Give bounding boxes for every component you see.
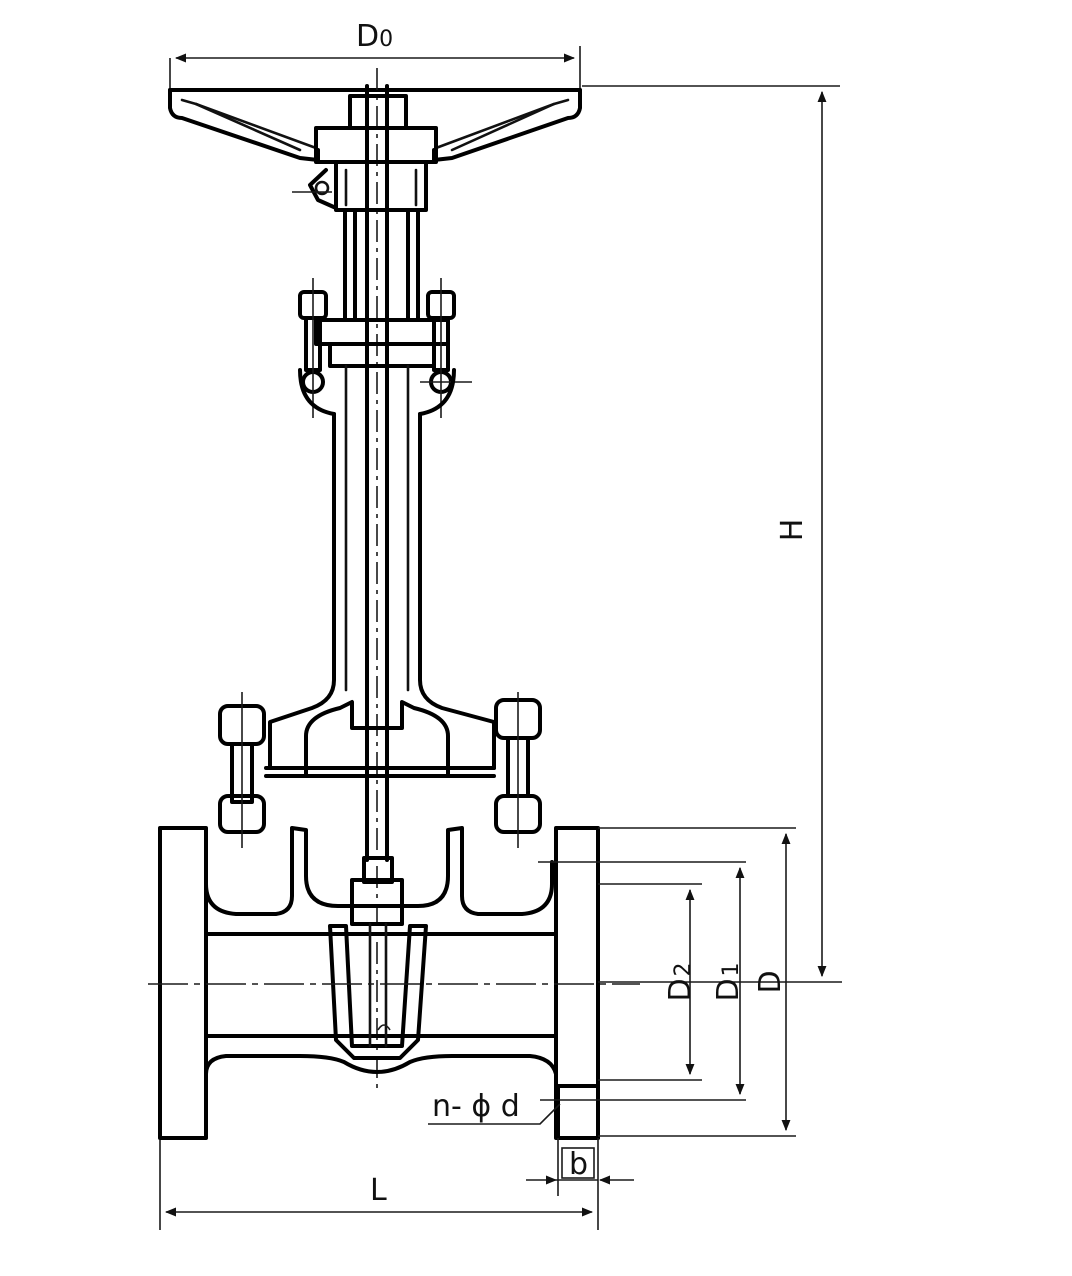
l-label: L [370,1173,387,1208]
d2-label: D2 [663,962,698,1001]
extension-bonnet [268,364,496,742]
valve-stem [365,68,389,1090]
handwheel [168,88,582,164]
body-bonnet-flange [218,692,542,848]
dimension-h: H [582,85,842,983]
b-label: b [569,1147,588,1182]
n-phi-d-label: n- ϕ d [432,1089,520,1124]
dimension-flange-diameters: D2 D1 D [538,827,796,1137]
h-label: H [775,519,810,542]
d0-label: D0 [356,19,393,54]
dimension-d0: D0 [169,19,581,88]
upper-bonnet-flange [298,278,472,422]
valve-body [158,826,600,1140]
yoke-nut-assembly [292,94,428,322]
dimension-l: L [159,1140,599,1230]
d1-label: D1 [711,962,746,1001]
d-label: D [753,970,788,993]
bolt-hole-callout: n- ϕ d [428,1089,561,1125]
dimension-b: b [526,1138,634,1196]
